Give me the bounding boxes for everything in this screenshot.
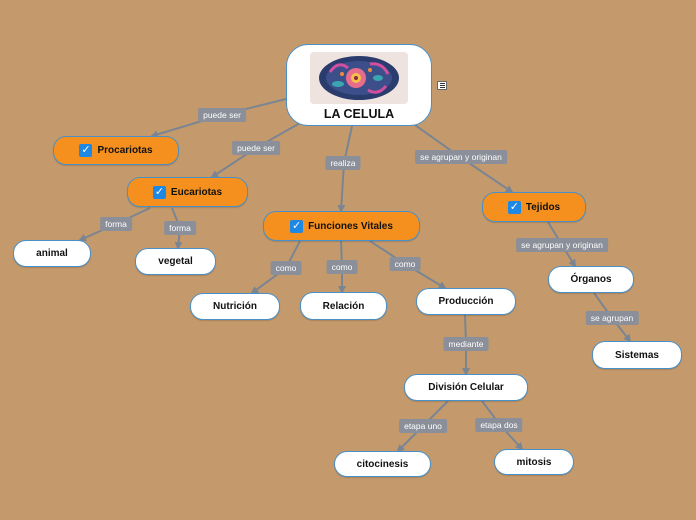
node-tejidos[interactable]: ✓ Tejidos [482, 192, 586, 222]
node-label: animal [36, 248, 68, 259]
checkbox-icon[interactable]: ✓ [152, 185, 166, 199]
node-label: Eucariotas [170, 186, 223, 198]
checkbox-icon[interactable]: ✓ [507, 200, 521, 214]
link-label-mediante: mediante [443, 337, 489, 351]
node-nutricion[interactable]: Nutrición [190, 293, 280, 320]
checkbox-icon[interactable]: ✓ [79, 144, 93, 157]
root-title: LA CELULA [323, 107, 395, 121]
node-label: Sistemas [615, 349, 659, 361]
node-label: Producción [438, 296, 494, 307]
node-procariotas[interactable]: ✓ Procariotas [53, 136, 179, 165]
cell-illustration [310, 52, 408, 104]
node-label: Órganos [570, 274, 612, 285]
node-label: vegetal [158, 256, 193, 267]
node-relacion[interactable]: Relación [300, 292, 387, 320]
link-label-como: como [389, 257, 421, 271]
node-eucariotas[interactable]: ✓ Eucariotas [127, 177, 248, 207]
link-label-etapa-uno: etapa uno [399, 419, 447, 433]
link-label-etapa-dos: etapa dos [475, 418, 523, 432]
link-label-forma: forma [100, 217, 132, 231]
node-funciones-vitales[interactable]: ✓ Funciones Vitales [263, 211, 420, 241]
node-sistemas[interactable]: Sistemas [592, 341, 682, 369]
root-node-la-celula[interactable]: LA CELULA [286, 44, 432, 126]
link-label-como: como [326, 260, 358, 274]
link-label-se-agrupan-y-originan: se agrupan y originan [415, 150, 507, 164]
node-label: Funciones Vitales [308, 220, 393, 232]
node-label: mitosis [516, 456, 552, 468]
link-label-forma: forma [164, 221, 196, 235]
link-label-puede-ser: puede ser [198, 108, 246, 122]
node-mitosis[interactable]: mitosis [494, 449, 574, 475]
node-animal[interactable]: animal [13, 240, 91, 267]
node-label: Tejidos [525, 201, 561, 213]
node-division-celular[interactable]: División Celular [404, 374, 528, 401]
node-label: Procariotas [97, 145, 153, 156]
link-label-realiza: realiza [325, 156, 361, 170]
checkbox-icon[interactable]: ✓ [290, 219, 304, 233]
link-label-como: como [270, 261, 302, 275]
node-produccion[interactable]: Producción [416, 288, 516, 315]
link-label-se-agrupan: se agrupan [585, 311, 639, 325]
node-label: citocinesis [356, 458, 409, 470]
note-icon[interactable] [437, 81, 447, 90]
node-label: Relación [322, 300, 365, 312]
node-citocinesis[interactable]: citocinesis [334, 451, 431, 477]
link-label-se-agrupan-y-originan: se agrupan y originan [516, 238, 608, 252]
node-label: División Celular [428, 382, 504, 393]
node-organos[interactable]: Órganos [548, 266, 634, 293]
node-vegetal[interactable]: vegetal [135, 248, 216, 275]
node-label: Nutrición [213, 301, 257, 312]
link-label-puede-ser: puede ser [232, 141, 280, 155]
